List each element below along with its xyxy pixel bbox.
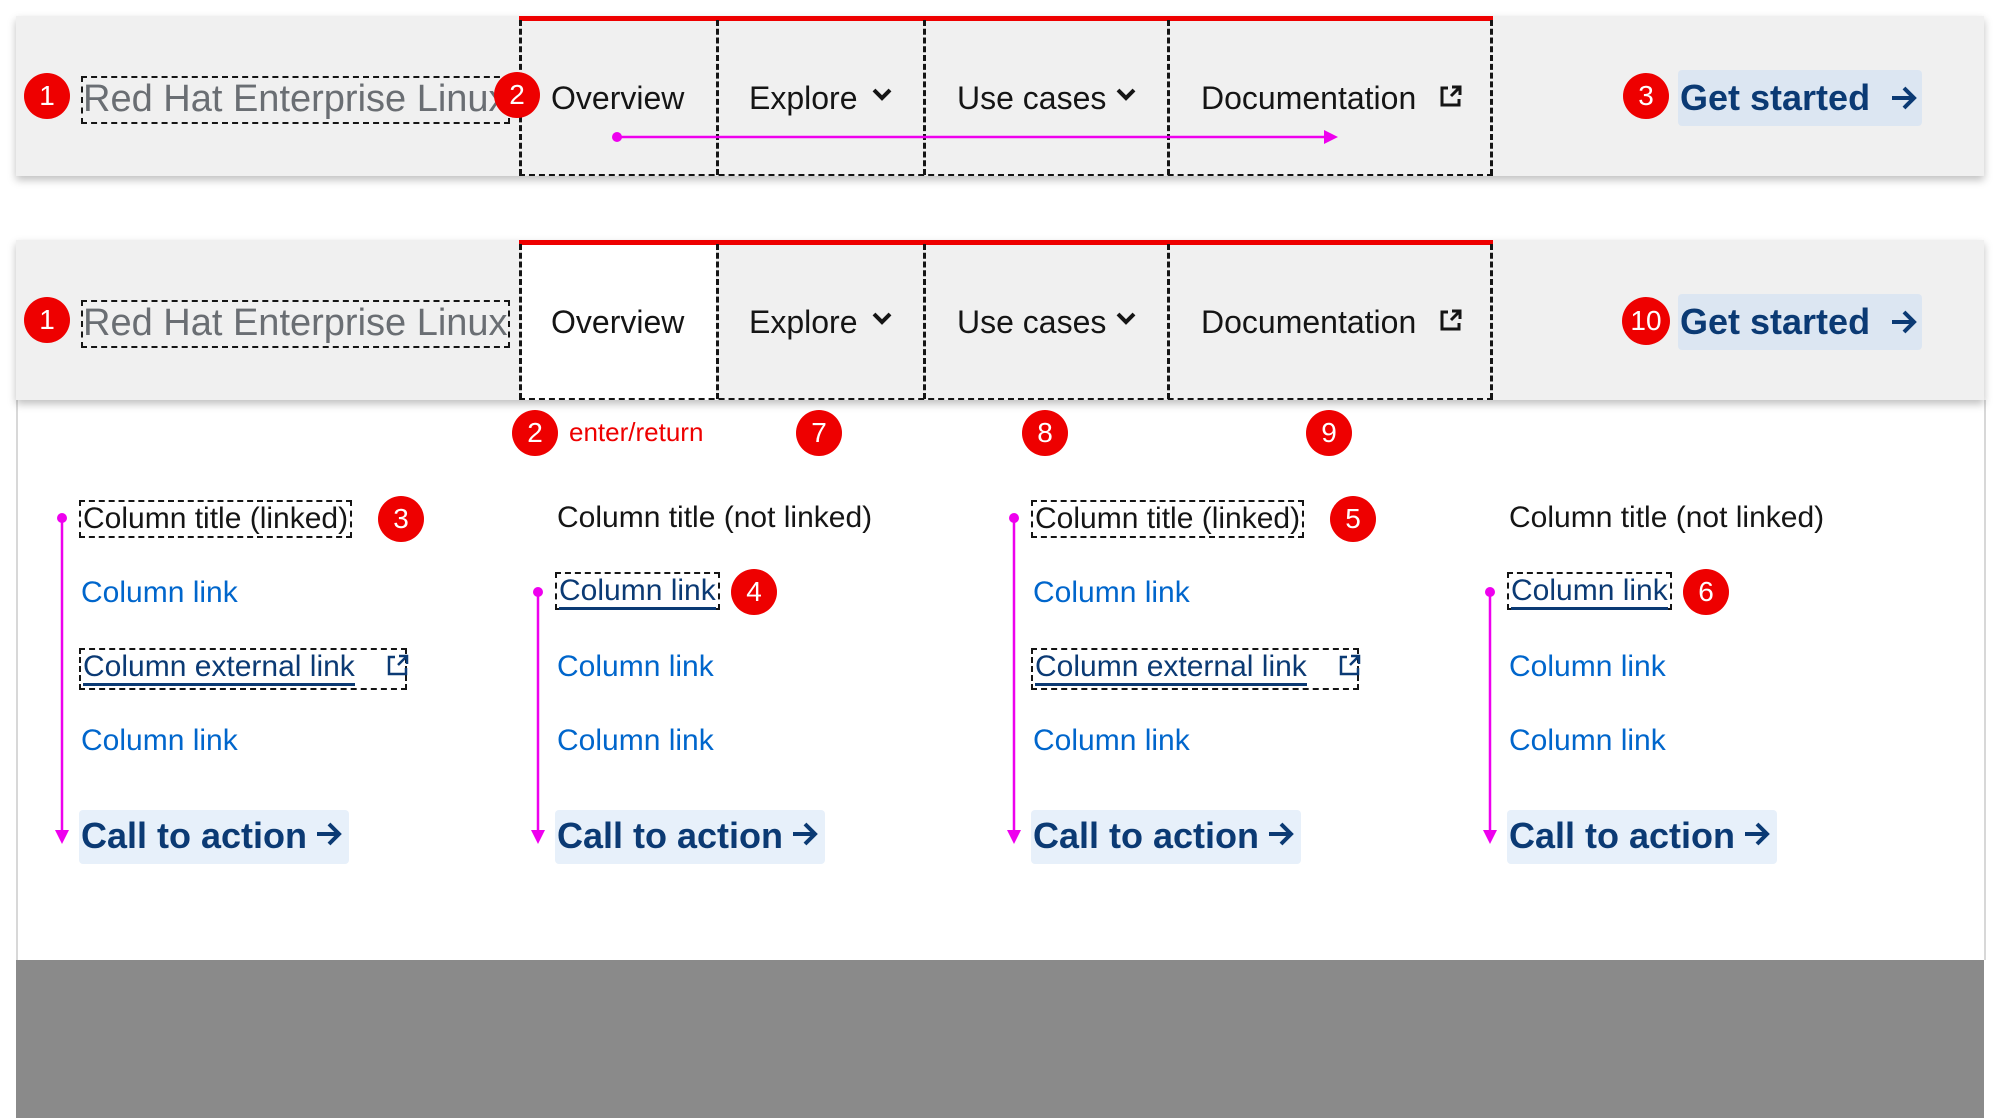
chevron-down-icon bbox=[1116, 312, 1136, 325]
external-link-icon bbox=[1339, 654, 1361, 676]
column-4-link-3[interactable]: Column link bbox=[1509, 724, 1666, 757]
bottom-tab-overview[interactable]: Overview bbox=[551, 304, 685, 340]
chevron-down-icon bbox=[1116, 88, 1136, 101]
top-nav-divider bbox=[716, 20, 719, 175]
active-tab-background bbox=[522, 245, 716, 400]
column-3-external-link[interactable]: Column external link bbox=[1031, 648, 1361, 690]
chevron-down-icon bbox=[872, 88, 892, 101]
dropdown-panel bbox=[16, 400, 1986, 960]
column-1-external-link-label: Column external link bbox=[83, 650, 355, 686]
column-3-title[interactable]: Column title (linked) bbox=[1031, 500, 1305, 538]
column-2-link-2[interactable]: Column link bbox=[557, 650, 714, 683]
bottom-tab-use-cases-label: Use cases bbox=[957, 304, 1107, 340]
arrow-right-icon bbox=[1892, 86, 1917, 110]
top-tab-explore[interactable]: Explore bbox=[749, 82, 858, 114]
column-1-external-link[interactable]: Column external link bbox=[79, 648, 409, 690]
bottom-tab-documentation-label: Documentation bbox=[1201, 304, 1417, 340]
column-1-cta-label: Call to action bbox=[81, 815, 308, 856]
bottom-nav-divider bbox=[716, 244, 719, 399]
bottom-nav-divider bbox=[1167, 244, 1170, 399]
column-4-order-arrow bbox=[1483, 587, 1497, 844]
bottom-nav-divider bbox=[519, 244, 522, 399]
badge-column-1-title: 3 bbox=[378, 496, 424, 542]
bottom-tab-documentation[interactable]: Documentation bbox=[1201, 306, 1416, 338]
top-badge-cta: 3 bbox=[1623, 73, 1669, 119]
badge-use-cases: 8 bbox=[1022, 410, 1068, 456]
page-overlay bbox=[16, 960, 1984, 1118]
top-nav-divider bbox=[923, 20, 926, 175]
bottom-tab-explore[interactable]: Explore bbox=[749, 306, 858, 338]
bottom-badge-logo: 1 bbox=[24, 297, 70, 343]
bottom-badge-cta: 10 bbox=[1622, 297, 1670, 345]
top-badge-nav: 2 bbox=[494, 72, 540, 118]
badge-column-2-link: 4 bbox=[731, 569, 777, 615]
column-1-link-1[interactable]: Column link bbox=[81, 576, 238, 609]
column-2-order-arrow bbox=[531, 587, 545, 844]
column-4-link-1-label: Column link bbox=[1511, 574, 1668, 610]
column-2-link-1[interactable]: Column link bbox=[555, 572, 720, 610]
arrow-right-icon bbox=[1269, 822, 1294, 846]
chevron-down-icon bbox=[872, 312, 892, 325]
column-3-cta[interactable]: Call to action bbox=[1031, 810, 1301, 864]
badge-column-4-link: 6 bbox=[1683, 569, 1729, 615]
column-3-link-3[interactable]: Column link bbox=[1033, 724, 1190, 757]
column-1-order-arrow bbox=[55, 513, 69, 844]
arrow-right-icon bbox=[793, 822, 818, 846]
top-tab-use-cases[interactable]: Use cases bbox=[957, 82, 1106, 114]
column-3-link-1[interactable]: Column link bbox=[1033, 576, 1190, 609]
column-3-cta-label: Call to action bbox=[1033, 815, 1260, 856]
column-2-link-1-label: Column link bbox=[559, 574, 716, 610]
top-nav-divider bbox=[1167, 20, 1170, 175]
top-tab-explore-label: Explore bbox=[749, 80, 858, 116]
tab-order-arrow bbox=[612, 130, 1338, 144]
column-3-order-arrow bbox=[1007, 513, 1021, 844]
column-4-link-1[interactable]: Column link bbox=[1507, 572, 1672, 610]
badge-overview: 2 bbox=[512, 410, 558, 456]
bottom-get-started-label: Get started bbox=[1680, 301, 1871, 342]
column-2-cta-label: Call to action bbox=[557, 815, 784, 856]
column-2-cta[interactable]: Call to action bbox=[555, 810, 825, 864]
top-nav-red-accent bbox=[519, 16, 1493, 21]
top-tab-documentation[interactable]: Documentation bbox=[1201, 82, 1416, 114]
column-4-cta-label: Call to action bbox=[1509, 815, 1736, 856]
arrow-right-icon bbox=[1892, 310, 1917, 334]
bottom-nav-red-accent bbox=[519, 240, 1493, 245]
top-nav-bottom-border bbox=[519, 174, 1493, 176]
badge-column-3-title: 5 bbox=[1330, 496, 1376, 542]
external-link-icon bbox=[387, 654, 409, 676]
column-1-link-3[interactable]: Column link bbox=[81, 724, 238, 757]
bottom-nav-divider bbox=[923, 244, 926, 399]
bottom-nav-bottom-border bbox=[519, 398, 1493, 400]
bottom-tab-explore-label: Explore bbox=[749, 304, 858, 340]
column-4-cta[interactable]: Call to action bbox=[1507, 810, 1777, 864]
top-tab-documentation-label: Documentation bbox=[1201, 80, 1417, 116]
bottom-nav-divider bbox=[1490, 244, 1493, 399]
top-badge-logo: 1 bbox=[24, 73, 70, 119]
bottom-logo[interactable]: Red Hat Enterprise Linux bbox=[81, 300, 510, 348]
top-logo[interactable]: Red Hat Enterprise Linux bbox=[81, 76, 510, 124]
arrow-right-icon bbox=[317, 822, 342, 846]
badge-explore: 7 bbox=[796, 410, 842, 456]
bottom-tab-use-cases[interactable]: Use cases bbox=[957, 306, 1106, 338]
arrow-right-icon bbox=[1745, 822, 1770, 846]
top-get-started-button[interactable]: Get started bbox=[1678, 70, 1922, 126]
column-4-link-2[interactable]: Column link bbox=[1509, 650, 1666, 683]
column-2-title: Column title (not linked) bbox=[557, 501, 873, 534]
column-2-link-3[interactable]: Column link bbox=[557, 724, 714, 757]
top-tab-overview[interactable]: Overview bbox=[551, 80, 685, 116]
external-link-icon bbox=[1440, 85, 1462, 107]
enter-return-note: enter/return bbox=[569, 417, 704, 447]
top-tab-use-cases-label: Use cases bbox=[957, 80, 1107, 116]
top-nav-divider bbox=[1490, 20, 1493, 175]
column-1-cta[interactable]: Call to action bbox=[79, 810, 349, 864]
top-get-started-label: Get started bbox=[1680, 77, 1871, 118]
column-4-title: Column title (not linked) bbox=[1509, 501, 1825, 534]
badge-documentation: 9 bbox=[1306, 410, 1352, 456]
bottom-get-started-button[interactable]: Get started bbox=[1678, 294, 1922, 350]
column-3-external-link-label: Column external link bbox=[1035, 650, 1307, 686]
column-1-title[interactable]: Column title (linked) bbox=[79, 500, 353, 538]
external-link-icon bbox=[1440, 309, 1462, 331]
